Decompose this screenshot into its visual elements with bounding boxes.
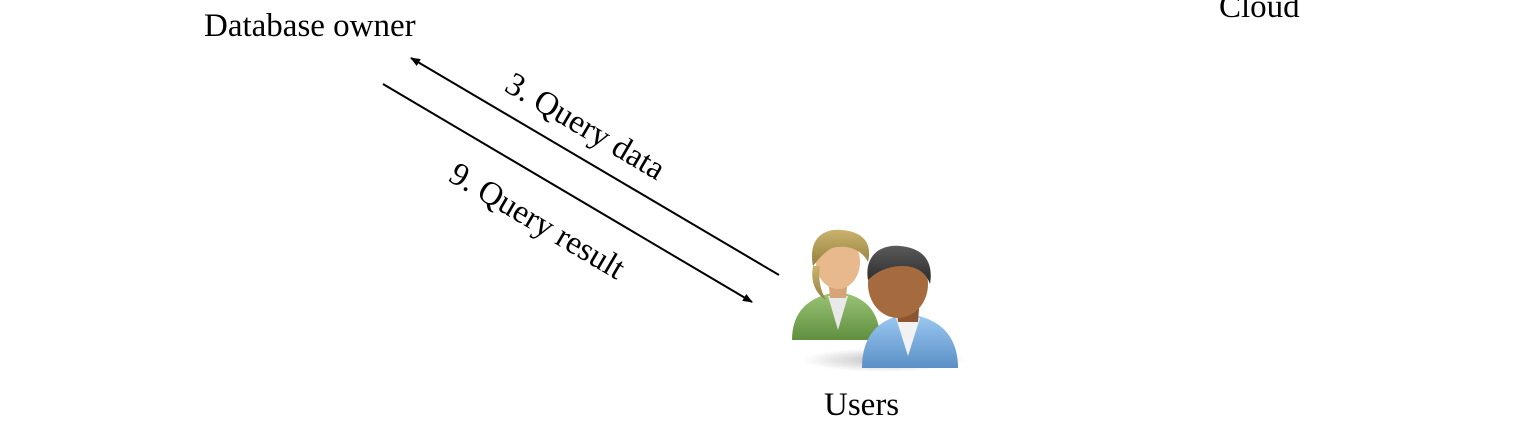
query-data-arrow	[410, 57, 780, 276]
users-group-icon	[792, 229, 966, 372]
woman-figure-icon	[792, 229, 880, 340]
query-data-label: 3. Query data	[499, 66, 672, 188]
cloud-label: Cloud	[1219, 0, 1300, 25]
query-result-arrow	[382, 83, 753, 303]
users-label: Users	[824, 387, 900, 423]
man-figure-icon	[862, 245, 958, 368]
database-owner-label: Database owner	[204, 8, 416, 44]
